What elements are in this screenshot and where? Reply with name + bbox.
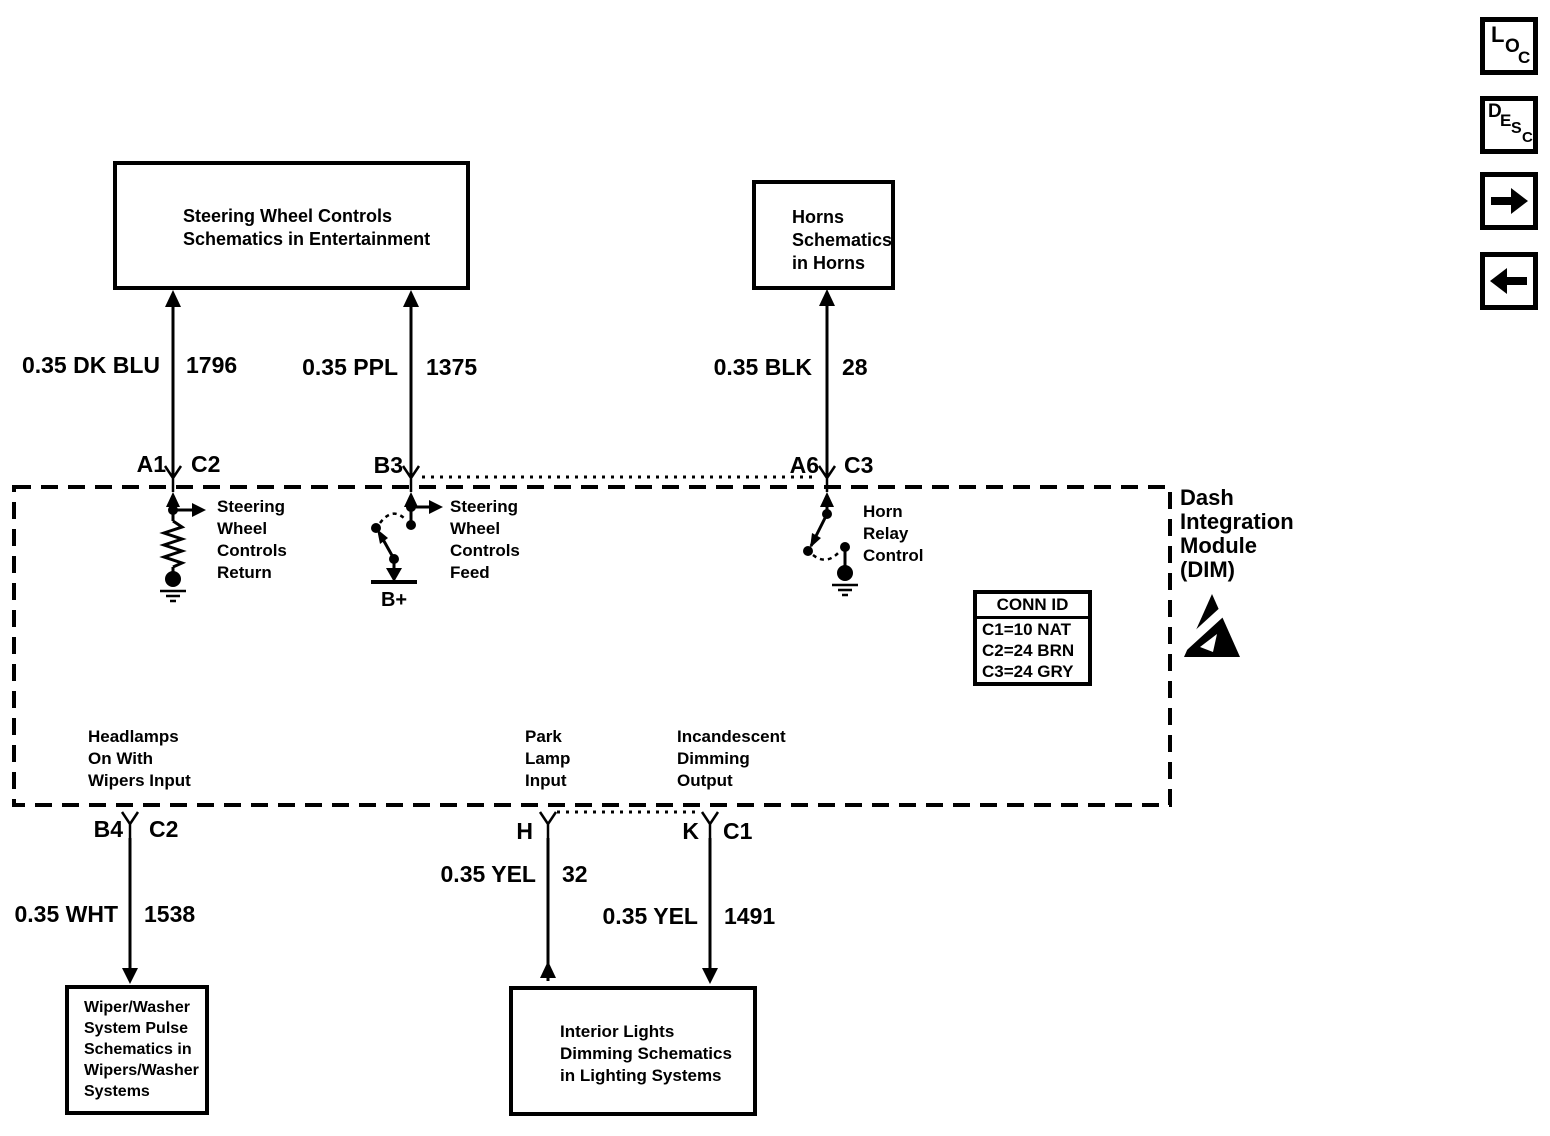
ref-box-steering-wheel-controls[interactable]: Steering Wheel Controls Schematics in En… (113, 161, 470, 290)
pin-label-k: K (682, 818, 699, 844)
wire-wipers-input (120, 811, 140, 984)
pin-label-b3: B3 (373, 452, 403, 478)
ref-box-horns[interactable]: Horns Schematics in Horns (752, 180, 895, 290)
wire-label-wipers: 0.35 WHT (14, 901, 118, 927)
desc-letter: D (1488, 101, 1502, 122)
wire-label-park: 0.35 YEL (440, 861, 536, 887)
ref-box-line: Wipers/Washer (84, 1062, 199, 1079)
wire-label-horn: 0.35 BLK (713, 354, 812, 380)
circuit-number-swc-feed: 1375 (426, 354, 478, 380)
ref-box-wiper-washer[interactable]: Wiper/Washer System Pulse Schematics in … (65, 985, 209, 1115)
circuit-number-swc-return: 1796 (186, 352, 238, 378)
connector-label-c1: C1 (723, 818, 753, 844)
horn-relay-symbol (803, 492, 858, 597)
pin-label-h: H (516, 818, 533, 844)
circuit-number-park: 32 (562, 861, 588, 887)
ref-box-line: Horns (792, 207, 845, 227)
forward-arrow-icon (1491, 188, 1528, 214)
loc-letter: C (1518, 48, 1531, 67)
esd-sensitive-icon (1174, 594, 1240, 657)
dim-module-border (12, 485, 1172, 807)
wire-park-lamp-input (538, 811, 558, 981)
ref-box-line: Schematics in Entertainment (183, 229, 431, 249)
desc-letter: E (1500, 111, 1512, 130)
wire-horn (817, 289, 837, 492)
circuit-number-horn: 28 (842, 354, 868, 380)
conn-id-row: C3=24 GRY (982, 662, 1074, 681)
ref-box-line: Schematics (792, 230, 893, 250)
conn-id-header: CONN ID (977, 594, 1088, 619)
pin-label-a6: A6 (789, 452, 819, 478)
ref-box-line: in Horns (792, 253, 866, 273)
wire-swc-feed (401, 290, 421, 492)
wire-swc-return (163, 290, 183, 492)
back-arrow-icon (1490, 268, 1527, 294)
forward-button[interactable] (1480, 172, 1538, 230)
connector-label-c2-bottom: C2 (149, 816, 179, 842)
wire-label-swc-return: 0.35 DK BLU (21, 352, 160, 378)
connector-label-c3: C3 (844, 452, 874, 478)
b-plus-label: B+ (381, 589, 407, 611)
ref-box-line: Wiper/Washer (84, 999, 190, 1016)
swc-feed-symbol: B+ (371, 492, 443, 611)
ref-box-line: Systems (84, 1083, 150, 1100)
ref-box-interior-lights[interactable]: Interior Lights Dimming Schematics in Li… (509, 986, 757, 1116)
desc-letter: C (1522, 129, 1533, 146)
pin-label-b4: B4 (93, 816, 123, 842)
pin-label-a1: A1 (136, 451, 166, 477)
ref-box-line: Dimming Schematics (560, 1044, 732, 1063)
circuit-number-dimming: 1491 (724, 903, 776, 929)
connector-label-c2-top: C2 (191, 451, 221, 477)
conn-id-row: C1=10 NAT (982, 620, 1071, 639)
loc-letter: L (1491, 22, 1505, 47)
loc-letter: O (1505, 36, 1520, 57)
conn-id-table: CONN ID C1=10 NAT C2=24 BRN C3=24 GRY (973, 590, 1092, 686)
swc-return-symbol (159, 492, 206, 603)
circuit-number-wipers: 1538 (144, 901, 196, 927)
conn-id-row: C2=24 BRN (982, 641, 1075, 660)
back-button[interactable] (1480, 252, 1538, 310)
desc-letter: S (1511, 120, 1522, 137)
ref-box-line: Steering Wheel Controls (183, 206, 393, 226)
loc-button[interactable]: L O C (1480, 17, 1538, 75)
ref-box-line: Schematics in (84, 1041, 192, 1058)
desc-button[interactable]: D E S C (1480, 96, 1538, 154)
wire-label-swc-feed: 0.35 PPL (302, 354, 398, 380)
ref-box-line: System Pulse (84, 1020, 189, 1037)
ref-box-line: in Lighting Systems (560, 1066, 722, 1085)
wire-label-dimming: 0.35 YEL (602, 903, 698, 929)
ref-box-line: Interior Lights (560, 1022, 675, 1041)
wire-dimming-output (700, 811, 720, 984)
